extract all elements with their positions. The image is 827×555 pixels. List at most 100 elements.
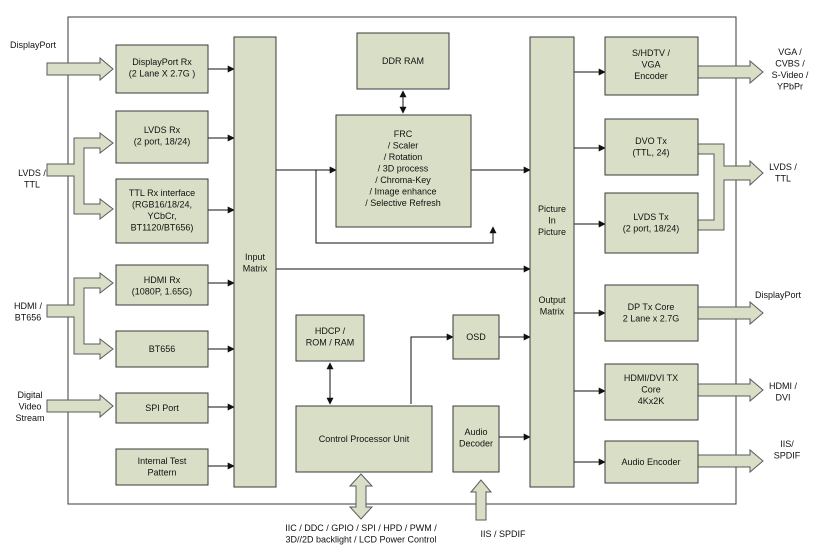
ttl-rx-label-line: BT1120/BT656) [131,223,194,233]
spi-port-label: SPI Port [145,403,179,413]
input-matrix-block [233,36,277,488]
chip-boundary [67,16,737,505]
spi-port-label-line: SPI Port [145,403,179,413]
dvo-tx-label: DVO Tx (TTL, 24) [632,136,669,158]
ttl-rx-label-line: TTL Rx interface [129,188,195,198]
pip-label-line: Picture [538,227,566,237]
hdmi-bt656-input-label-line: BT656 [15,313,42,323]
digital-video-input-label-line: Digital [17,390,42,400]
hdmi-rx-label-line: HDMI Rx [144,275,181,285]
cpu-to-osd-line [410,333,454,404]
lvds-ttl-output-label-line: TTL [775,174,791,184]
bt656-label-line: BT656 [149,344,176,354]
vga-output-label-line: YPbPr [777,82,803,92]
dvo-tx-label-line: (TTL, 24) [632,148,669,158]
control-bus-label-line: IIC / DDC / GPIO / SPI / HPD / PWM / [285,523,437,533]
vga-output-label-line: VGA / [778,47,802,57]
displayport-rx-block [115,44,209,94]
bt656-block [115,330,209,368]
frc-block [335,114,472,228]
lvds-rx-label: LVDS Rx(2 port, 18/24) [134,125,191,147]
hdcp-block [295,314,365,362]
pip-label-line: In [548,216,556,226]
test-pattern-block [115,448,209,486]
dp-tx-label-line: 2 Lane x 2.7G [623,314,680,324]
dp-tx-label-line: DP Tx Core [628,302,675,312]
hdmi-dvi-output-label: HDMI / DVI [769,381,797,403]
displayport-rx-label-line: (2 Lane X 2.7G ) [129,69,196,79]
input-matrix-label-line: Input [245,252,266,262]
audio-encoder-label-line: Audio Encoder [621,457,680,467]
hdmi-bt656-input-label-line: HDMI / [14,301,42,311]
digital-video-input-arrow [46,393,114,419]
audio-decoder-block [452,405,500,473]
lvds-tx-label-line: (2 port, 18/24) [623,224,680,234]
frc-label-line: / Scaler [388,141,419,151]
displayport-output-arrow [697,300,764,326]
vga-output-arrow [697,59,764,85]
hdmi-tx-label-line: HDMI/DVI TX [624,373,678,383]
digital-video-input-label-line: Video [19,402,42,412]
frc-label: FRC/ Scaler/ Rotation/ 3D process/ Chrom… [365,129,441,208]
dp-tx-label: DP Tx Core 2 Lane x 2.7G [623,302,680,324]
ttl-rx-block [115,178,209,244]
audio-encoder-label: Audio Encoder [621,457,680,467]
ttl-rx-label-line: (RGB16/18/24, [132,200,192,210]
hdmi-bt656-input-label: HDMI / BT656 [14,301,42,323]
hdmi-dvi-output-arrow [697,377,764,403]
ttl-rx-label: TTL Rx interface (RGB16/18/24,YCbCr, BT112… [129,188,195,233]
displayport-rx-label-line: DisplayPort Rx [132,57,192,67]
spi-port-block [115,392,209,424]
vga-output-label: VGA /CVBS /S-Video /YPbPr [772,47,809,92]
displayport-rx-label: DisplayPort Rx (2 Lane X 2.7G ) [129,57,196,79]
lvds-ttl-output-label-line: LVDS / [769,162,797,172]
ttl-rx-label-line: YCbCr, [147,211,176,221]
digital-video-input-label-line: Stream [15,413,44,423]
hdmi-rx-label: HDMI Rx (1080P, 1.65G) [132,275,192,297]
vga-encoder-label-line: S/HDTV / [632,48,671,58]
lvds-ttl-output-arrow [697,143,764,231]
dp-tx-block [604,284,699,342]
dvo-tx-label-line: DVO Tx [635,136,667,146]
hdmi-rx-block [115,264,209,306]
ddr-ram-label: DDR RAM [382,56,424,66]
control-bus-label-line: 3D//2D backlight / LCD Power Control [285,535,436,545]
hdmi-dvi-output-label-line: DVI [775,393,790,403]
osd-label-line: OSD [466,332,486,342]
frc-label-line: / Rotation [384,152,423,162]
hdcp-label: HDCP / ROM / RAM [306,326,355,348]
hdcp-label-line: ROM / RAM [306,338,355,348]
control-bus-arrow [348,473,374,520]
hdmi-dvi-output-label-line: HDMI / [769,381,797,391]
hdmi-rx-label-line: (1080P, 1.65G) [132,287,192,297]
lvds-ttl-input-label-line: LVDS / [18,168,46,178]
osd-label: OSD [466,332,486,342]
displayport-input-arrow [46,56,114,82]
lvds-ttl-input-arrow [46,131,114,221]
hdcp-label-line: HDCP / [315,326,346,336]
vga-encoder-block [604,36,699,96]
cpu-block [295,405,433,473]
vga-encoder-label-line: Encoder [634,71,668,81]
audio-encoder-block [604,440,699,484]
lvds-rx-label-line: LVDS Rx [144,125,181,135]
iis-spdif-output-label-line: SPDIF [774,451,801,461]
iis-spdif-output-label: IIS/SPDIF [774,439,801,461]
vga-output-label-line: S-Video / [772,70,809,80]
pip-output-matrix-block [529,36,575,488]
frc-label-line: / Image enhance [369,187,436,197]
iis-spdif-input-label: IIS / SPDIF [480,529,526,539]
test-pattern-label-line: Internal Test [138,456,187,466]
iis-spdif-input-arrow [469,479,493,521]
cpu-label: Control Processor Unit [319,434,410,444]
lvds-tx-label: LVDS Tx(2 port, 18/24) [623,212,680,234]
lvds-ttl-input-label-line: TTL [24,180,40,190]
iis-spdif-output-arrow [697,448,764,474]
iis-spdif-output-label-line: IIS/ [780,439,794,449]
